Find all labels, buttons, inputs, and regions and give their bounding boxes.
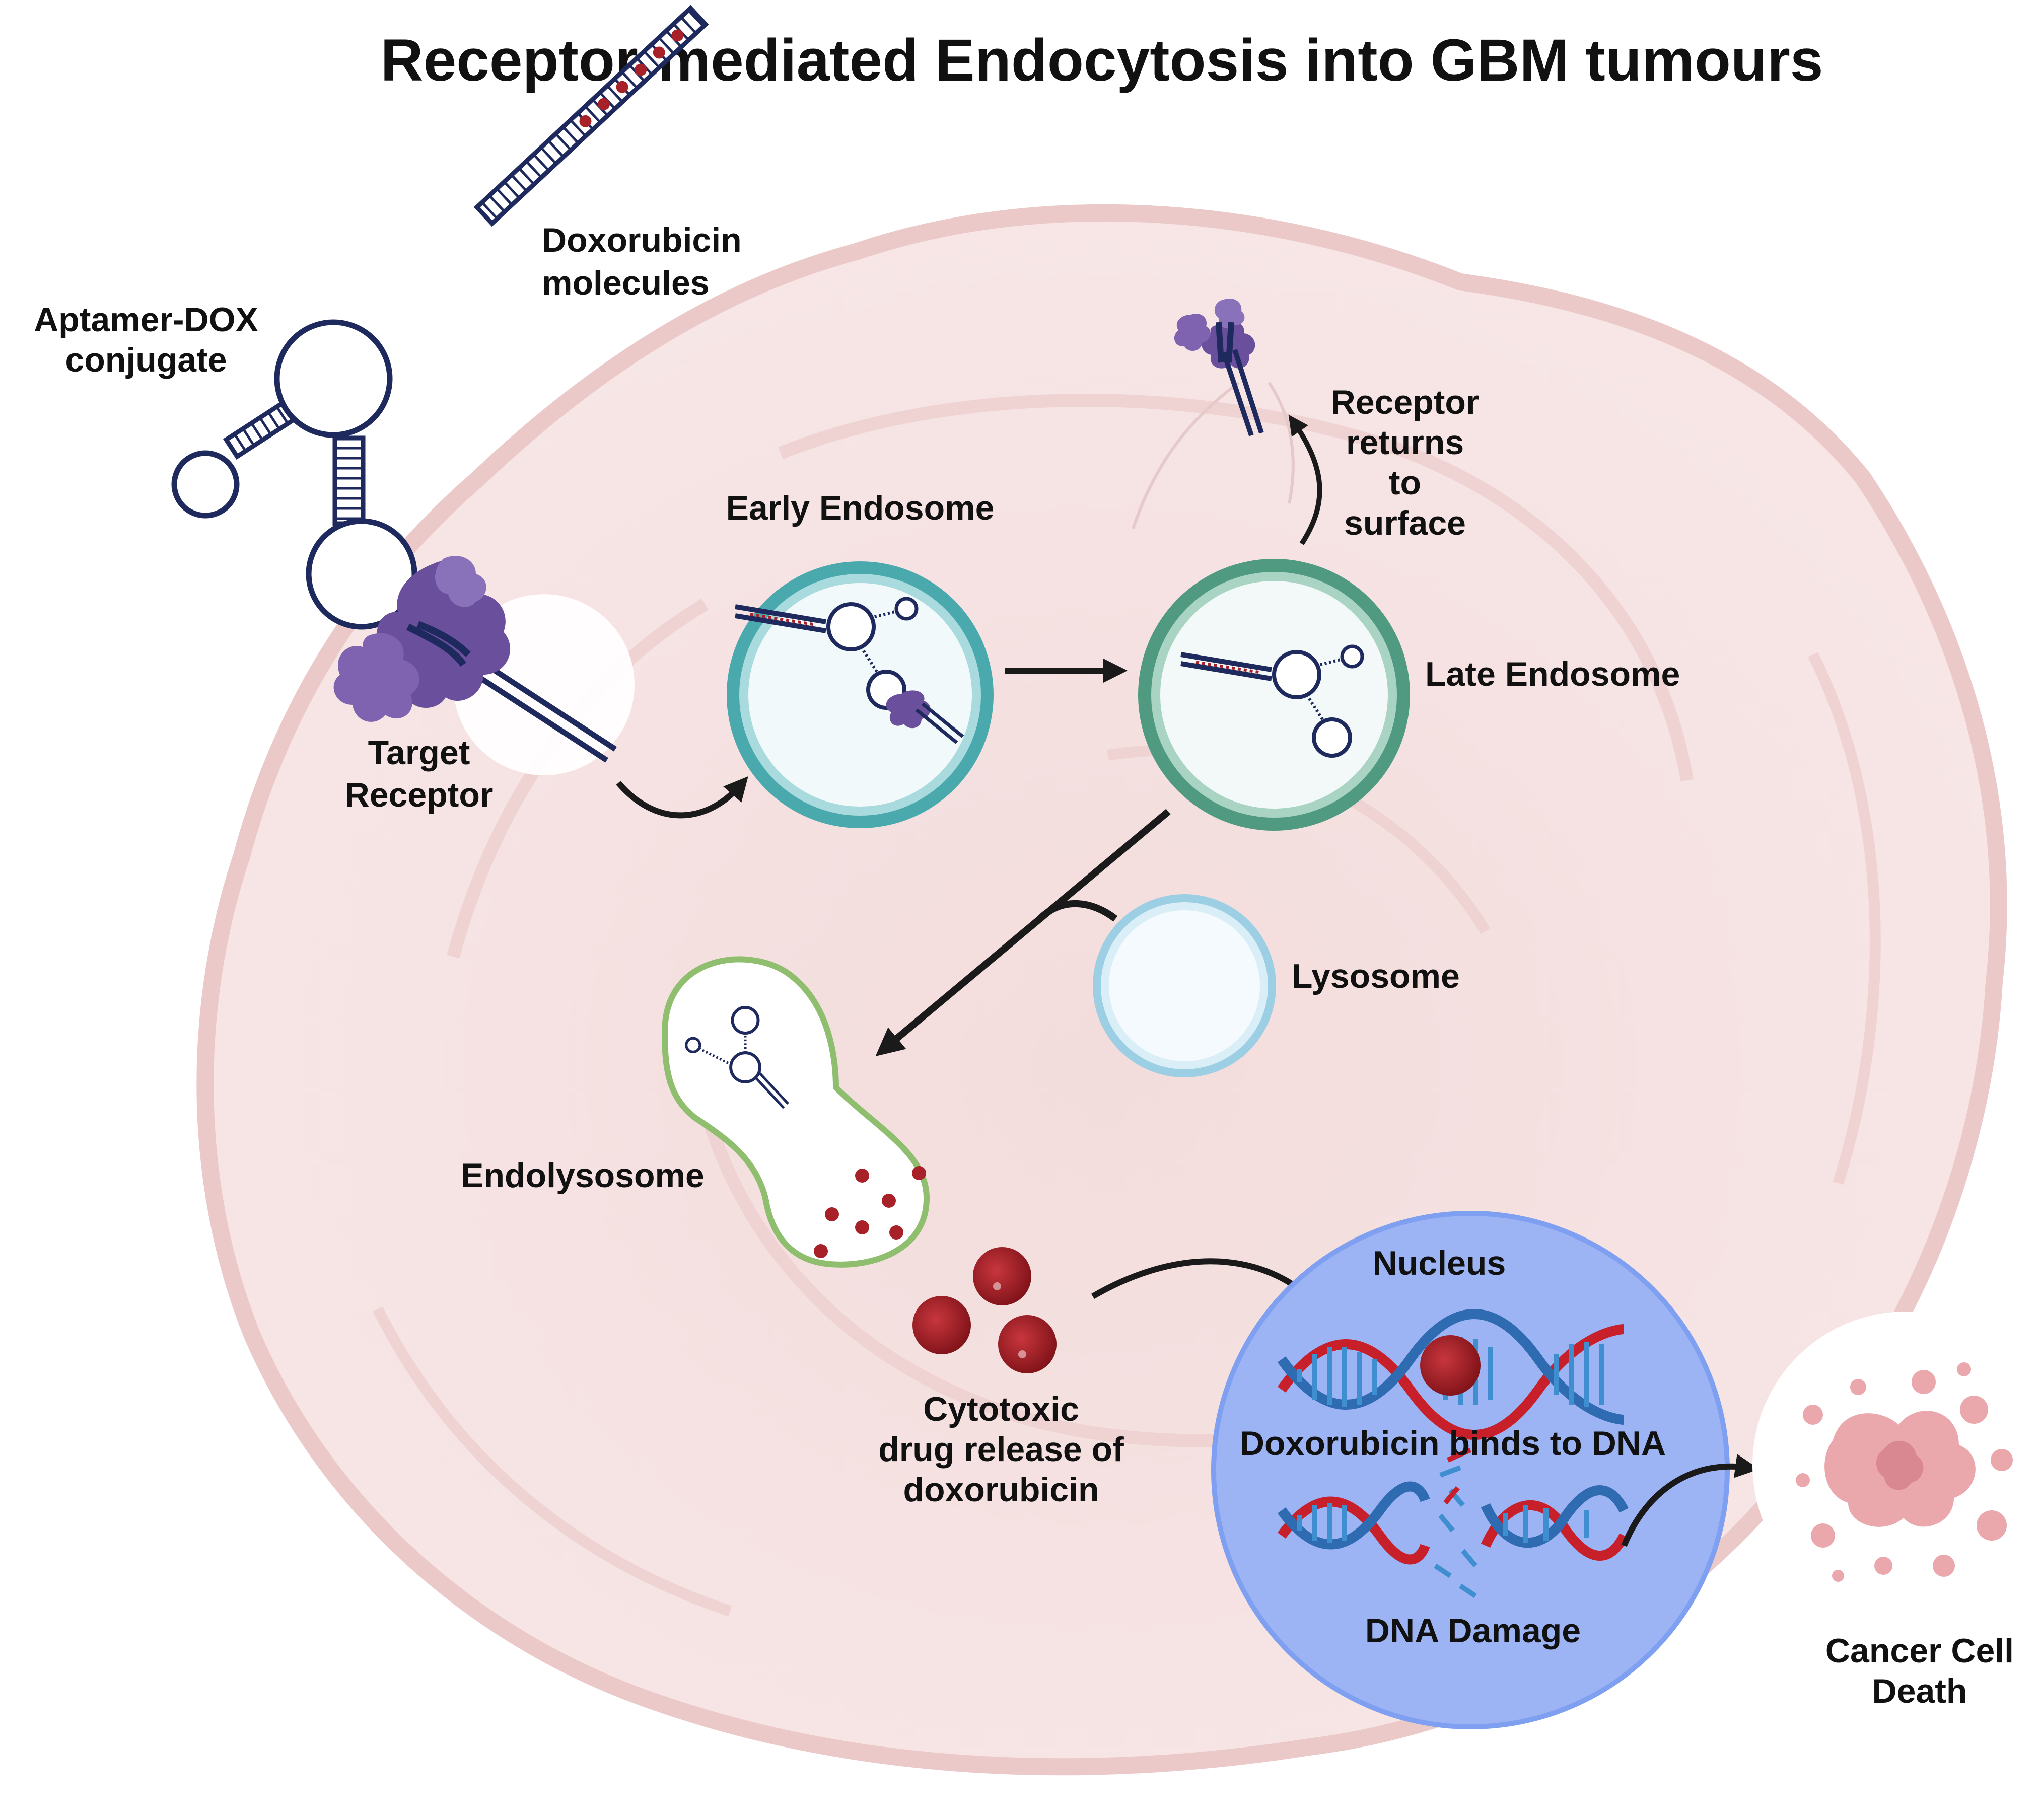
dna-icon: [1277, 1447, 1629, 1598]
label-early-endosome: Early Endosome: [726, 489, 995, 527]
endosome-icon: [727, 561, 994, 828]
doxorubicin-release-icon: [912, 1247, 1057, 1373]
dna-icon: [1277, 1309, 1625, 1440]
label-cytotoxic-1: Cytotoxic: [923, 1390, 1079, 1428]
label-aptamer-dox-1: Aptamer-DOX: [34, 301, 258, 339]
endosome-icon: [1138, 559, 1410, 831]
arrow-to-cell-death: [1621, 1453, 1760, 1547]
endolysosome-icon: [661, 956, 930, 1268]
label-cytotoxic-3: doxorubicin: [903, 1471, 1099, 1509]
label-nucleus: Nucleus: [1373, 1244, 1506, 1282]
label-target-receptor-2: Receptor: [345, 776, 494, 814]
receptor-icon: [333, 556, 511, 722]
label-receptor-returns-1: Receptor: [1331, 383, 1480, 421]
label-doxorubicin-1: Doxorubicin: [542, 221, 742, 259]
arrow-late-to-endolysosome: [875, 809, 1171, 1056]
receptor-icon: [1174, 298, 1264, 436]
dead-cell-icon: [1752, 1312, 2041, 1619]
label-dna-damage: DNA Damage: [1365, 1612, 1581, 1650]
label-doxorubicin-binds-dna: Doxorubicin binds to DNA: [1240, 1424, 1666, 1463]
figure-title: Receptor-mediated Endocytosis into GBM t…: [380, 27, 1823, 94]
label-aptamer-dox-2: conjugate: [65, 341, 227, 379]
label-late-endosome: Late Endosome: [1425, 655, 1680, 693]
label-doxorubicin-2: molecules: [542, 264, 710, 302]
label-target-receptor-1: Target: [368, 734, 470, 772]
arrow-to-early-endosome: [616, 776, 748, 819]
aptamer-icon: [171, 5, 709, 763]
label-cancer-cell-death-2: Death: [1872, 1672, 1967, 1710]
label-cytotoxic-2: drug release of: [878, 1430, 1124, 1469]
lysosome-icon: [1093, 894, 1276, 1077]
label-cancer-cell-death-1: Cancer Cell: [1825, 1632, 2014, 1670]
label-receptor-returns-3: to: [1389, 464, 1421, 502]
lysosome-merge-curve: [1037, 900, 1118, 922]
nucleus-icon: [1211, 1211, 1730, 1729]
arrow-receptor-recycle: [1288, 414, 1322, 545]
label-endolysosome: Endolysosome: [461, 1156, 705, 1195]
label-receptor-returns-4: surface: [1344, 504, 1466, 542]
label-lysosome: Lysosome: [1292, 957, 1460, 995]
label-receptor-returns-2: returns: [1346, 423, 1464, 462]
